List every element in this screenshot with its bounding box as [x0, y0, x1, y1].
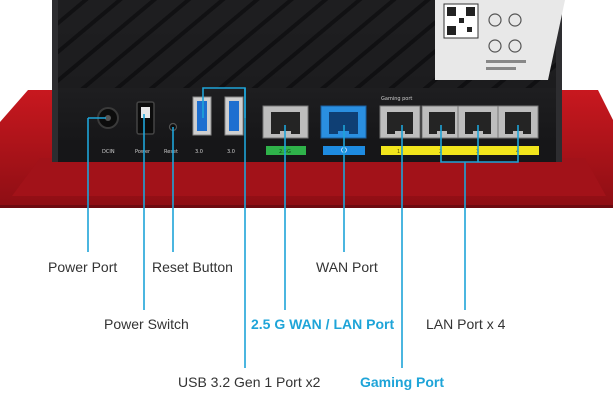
usb2-print: 3.0 [227, 149, 235, 155]
lan-port-3[interactable] [457, 105, 499, 139]
wan-port-label: WAN Port [316, 259, 378, 275]
usb-port-1[interactable] [192, 96, 212, 136]
lan-port-2[interactable] [421, 105, 463, 139]
callout-lan-bridge [440, 125, 519, 163]
lan-port-4[interactable] [497, 105, 539, 139]
power-port-label: Power Port [48, 259, 118, 275]
reset-button-label: Reset Button [152, 259, 233, 275]
usb-port-2[interactable] [224, 96, 244, 136]
power-switch[interactable] [136, 101, 155, 135]
power-print: Power [135, 149, 151, 155]
usb1-print: 3.0 [195, 149, 203, 155]
lan-port-1[interactable] [379, 105, 421, 139]
gaming-port-print: Gaming port [381, 96, 412, 102]
green-strip [266, 146, 306, 155]
dcin-print: DCIN [102, 149, 115, 155]
certification-icon [508, 39, 522, 53]
gaming-port-label: Gaming Port [360, 374, 445, 390]
lan-ports-label: LAN Port x 4 [426, 316, 506, 332]
certification-icon [508, 13, 522, 27]
lan1-print: 1 [397, 149, 400, 155]
wan-lan-25g-label: 2.5 G WAN / LAN Port [251, 316, 395, 332]
certification-icon [488, 13, 502, 27]
callout-lines [87, 87, 519, 368]
regulatory-label [435, 0, 565, 80]
certification-icon [488, 39, 502, 53]
yellow-strip [381, 146, 539, 155]
reset-print: Reset [164, 149, 178, 155]
power-switch-label: Power Switch [104, 316, 189, 332]
usb-port-label: USB 3.2 Gen 1 Port x2 [178, 374, 321, 390]
